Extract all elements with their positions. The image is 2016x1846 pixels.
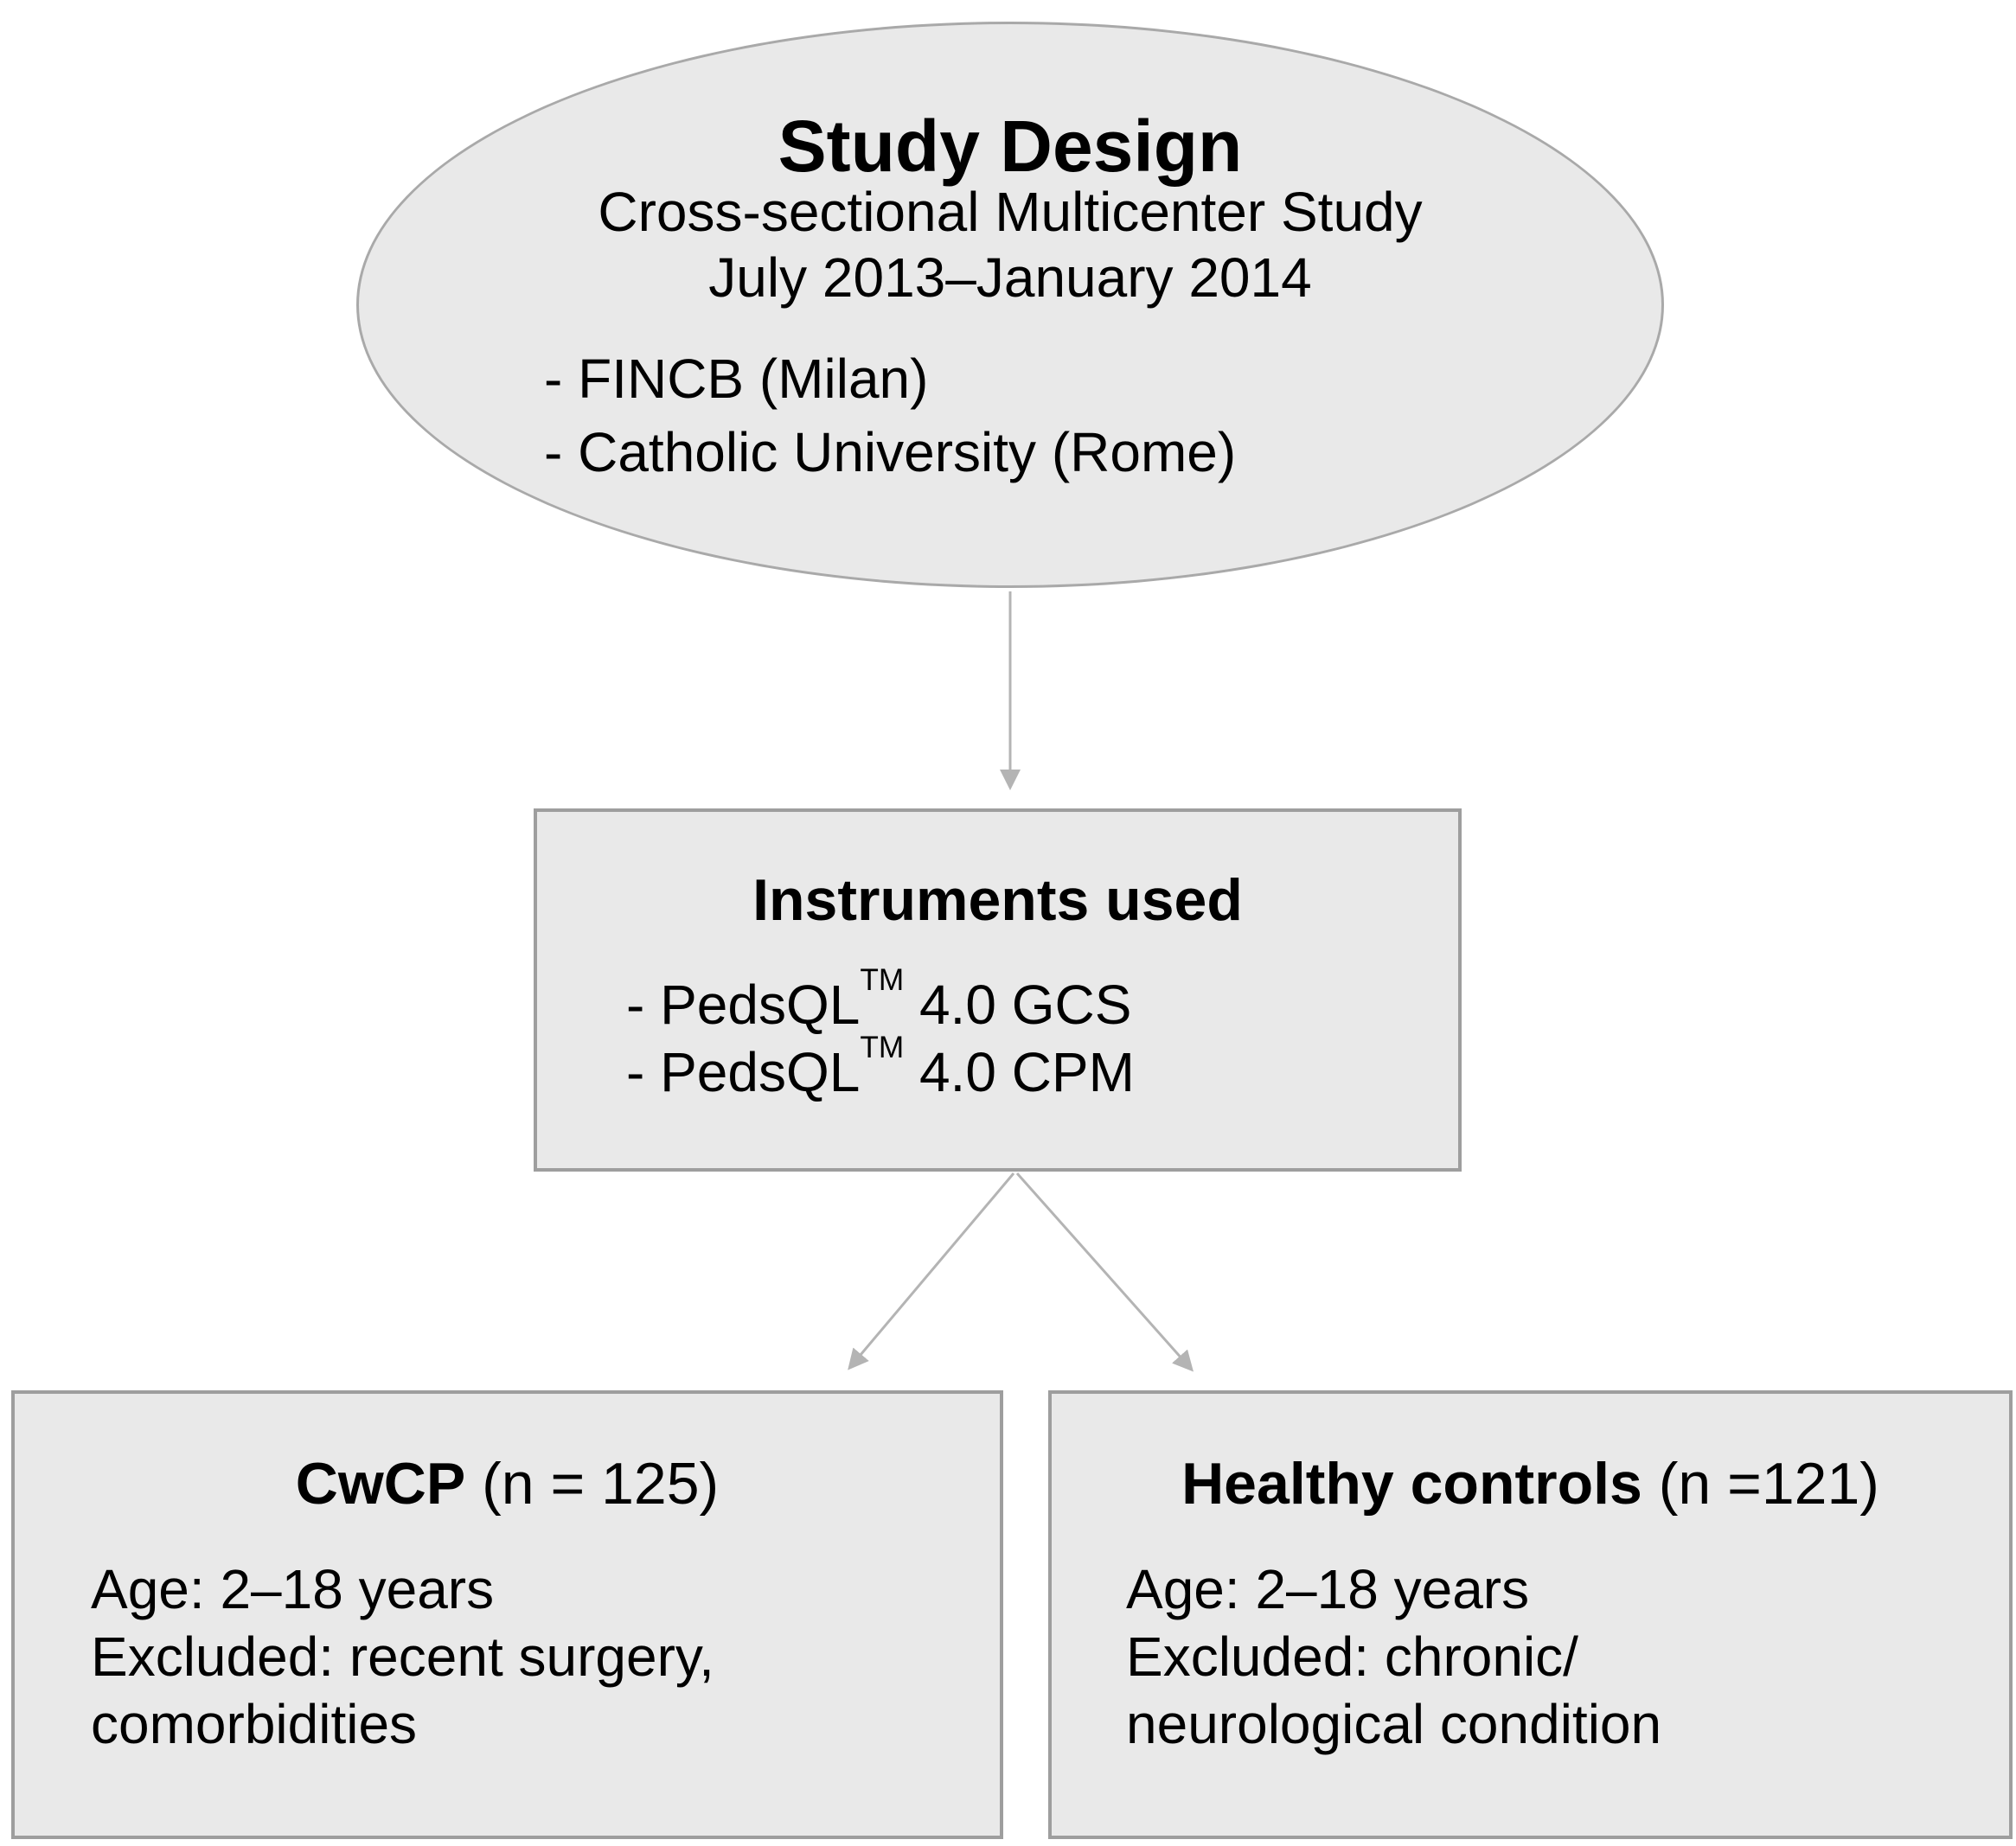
controls-age-line: Age: 2–18 years [1126,1558,1530,1620]
study-design-subtitle: Cross-sectional Multicenter Study [598,181,1423,243]
study-site-item: - Catholic University (Rome) [544,421,1237,483]
cwcp-title-count: (n = 125) [465,1451,720,1517]
trademark-superscript: TM [860,1031,905,1065]
healthy-controls-node: Healthy controls (n =121) Age: 2–18 year… [1048,1390,2013,1839]
controls-title-count: (n =121) [1642,1451,1879,1517]
cwcp-group-node: CwCP (n = 125) Age: 2–18 years Excluded:… [11,1390,1003,1839]
cwcp-title-bold: CwCP [295,1451,466,1517]
controls-excluded-line: neurological condition [1126,1693,1662,1755]
instrument-item-text: 4.0 CPM [904,1041,1135,1103]
study-design-title: Study Design [778,105,1243,187]
cwcp-age-line: Age: 2–18 years [91,1558,495,1620]
controls-excluded-line: Excluded: chronic/ [1126,1626,1578,1688]
instrument-item: - PedsQLTM 4.0 CPM [626,1032,1135,1103]
cwcp-excluded-line: comorbidities [91,1693,418,1755]
cwcp-title: CwCP (n = 125) [15,1454,1000,1513]
controls-title-bold: Healthy controls [1181,1451,1642,1517]
arrow-instruments-to-cwcp [848,1172,1015,1370]
arrow-instruments-to-controls [1015,1172,1194,1372]
instrument-item-text: 4.0 GCS [904,974,1132,1036]
trademark-superscript: TM [860,963,905,998]
instruments-node: Instruments used - PedsQLTM 4.0 GCS - Pe… [534,808,1462,1172]
instrument-item: - PedsQLTM 4.0 GCS [626,965,1131,1032]
cwcp-excluded-line: Excluded: recent surgery, [91,1626,714,1688]
instruments-title: Instruments used [752,867,1243,933]
instrument-item-text: - PedsQL [626,974,861,1036]
controls-title: Healthy controls (n =121) [1052,1454,2009,1513]
study-design-dates: July 2013–January 2014 [708,246,1312,309]
study-site-item: - FINCB (Milan) [544,348,929,410]
instrument-item-text: - PedsQL [626,1041,861,1103]
study-design-node: Study Design Cross-sectional Multicenter… [356,22,1664,588]
